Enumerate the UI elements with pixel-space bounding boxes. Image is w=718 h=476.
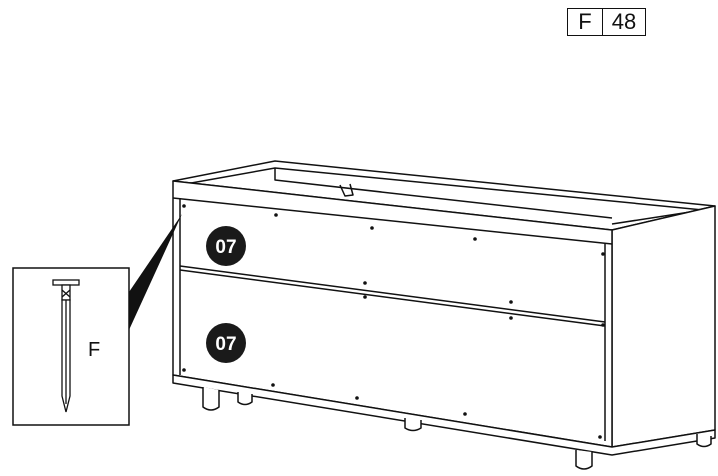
part-count-box: F 48 <box>567 8 646 36</box>
cabinet-legs <box>202 387 712 470</box>
panel-seam-lower <box>179 269 606 327</box>
detail-callout-box <box>12 267 130 426</box>
cabinet-inner-back <box>274 168 613 219</box>
panel-badge-upper: 07 <box>206 226 246 266</box>
front-face-inner-top <box>172 197 613 245</box>
panel-seam <box>179 265 606 323</box>
cabinet-inner-rim <box>179 167 704 225</box>
nail-icon <box>52 279 80 413</box>
panel-badge-lower-label: 07 <box>215 334 236 355</box>
panel-badge-lower: 07 <box>206 323 246 363</box>
detail-callout-label: F <box>88 339 100 361</box>
part-quantity: 48 <box>602 9 645 35</box>
part-letter: F <box>578 9 592 34</box>
cabinet-divider-top <box>339 183 354 197</box>
detail-callout-pointer <box>129 214 182 330</box>
cabinet-plinth <box>172 374 716 456</box>
cabinet-side-panel <box>611 205 716 448</box>
panel-badge-upper-label: 07 <box>215 237 236 258</box>
nail-positions <box>182 204 605 439</box>
